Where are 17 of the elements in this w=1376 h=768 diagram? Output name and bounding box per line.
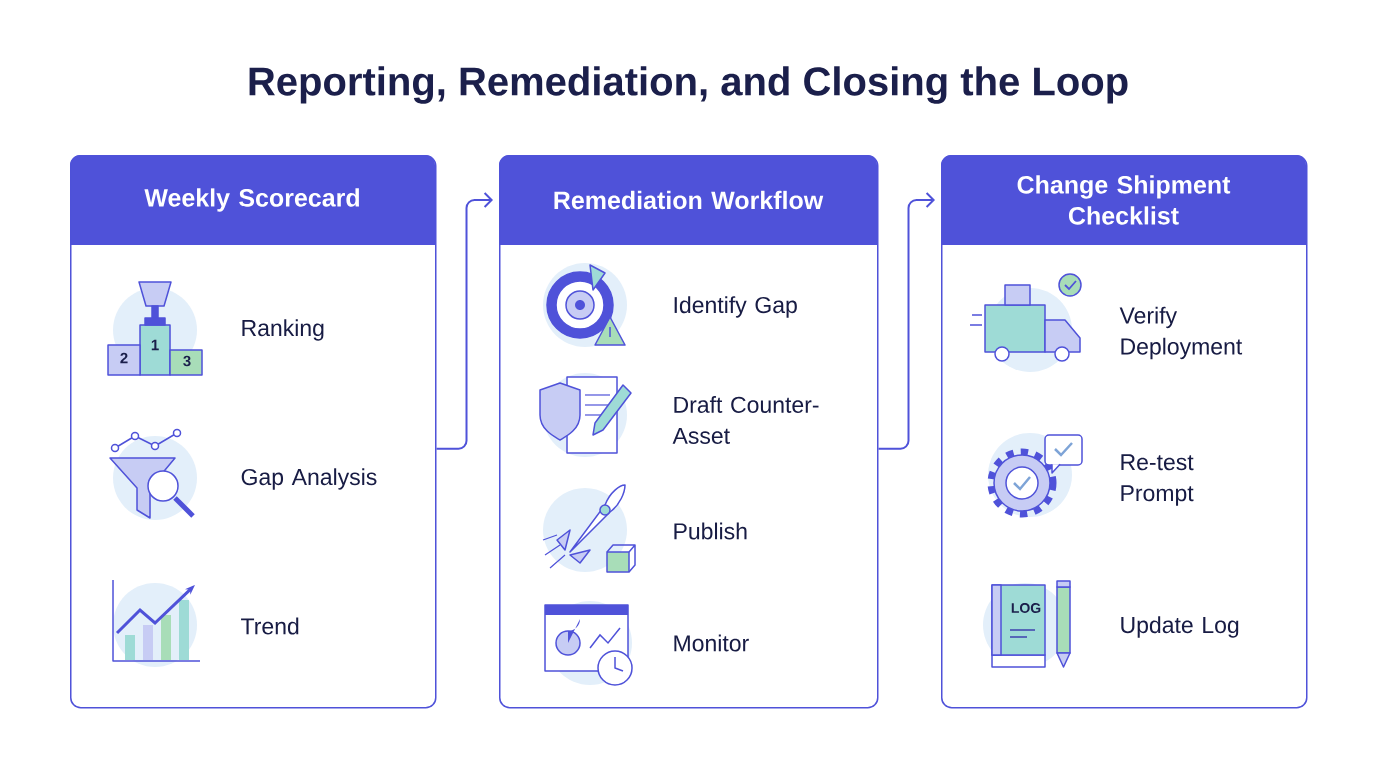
item-label: Ranking — [242, 319, 324, 341]
podium-number: 2 — [120, 352, 128, 364]
podium-number: 3 — [183, 355, 191, 367]
item-label: Trend — [241, 617, 299, 635]
elbow-arrow — [877, 192, 935, 450]
item-label: Update Log — [1121, 616, 1239, 638]
item-label: Monitor — [674, 634, 749, 652]
item-label: Gap Analysis — [241, 468, 377, 490]
elbow-arrow — [435, 192, 493, 450]
item-label: Draft Counter-Asset — [672, 396, 819, 444]
book-title: LOG — [1011, 603, 1041, 613]
item-label: Re-test Prompt — [1121, 454, 1194, 506]
podium-number: 1 — [151, 339, 159, 351]
item-label: Verify Deployment — [1119, 306, 1243, 360]
item-label: Identify Gap — [674, 296, 797, 318]
title: Reporting, Remediation, and Closing the Loop — [249, 66, 1128, 104]
item-label: Publish — [674, 522, 747, 540]
